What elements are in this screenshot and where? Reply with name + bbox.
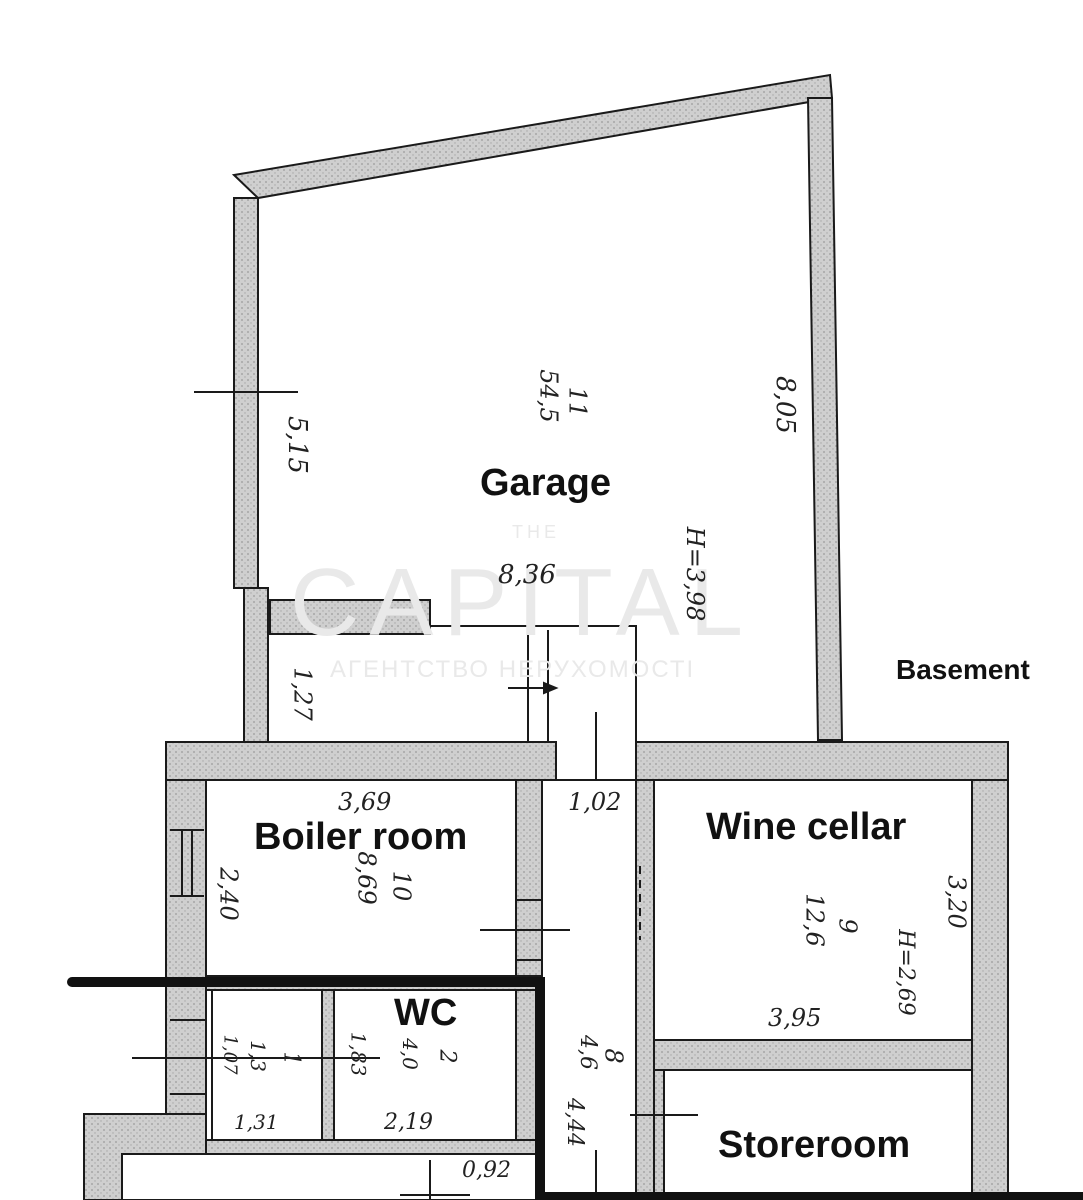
boiler-room-label: Boiler room	[254, 816, 468, 858]
wine-cellar-label: Wine cellar	[706, 806, 907, 848]
corridor-num: 8	[599, 1048, 628, 1064]
opening-ticks	[132, 829, 698, 1200]
section-boundary	[67, 977, 1083, 1200]
garage-inner-lines	[194, 391, 637, 812]
garage-width-dim: 8,36	[498, 560, 556, 590]
garage-area-dim: 54,5	[534, 369, 563, 423]
corridor-area-dim: 4,6	[575, 1035, 600, 1070]
watermark-the: THE	[512, 522, 560, 542]
storeroom-label: Storeroom	[718, 1124, 911, 1166]
garage-notch-dim: 1,27	[288, 667, 317, 721]
wine-height-dim: 3,20	[942, 875, 971, 929]
watermark-agency: АГЕНТСТВО НЕРУХОМОСТІ	[330, 656, 696, 683]
wine-num: 9	[833, 918, 862, 934]
wc-width-dim: 2,19	[384, 1110, 433, 1135]
boiler-height-dim: 2,40	[214, 867, 243, 921]
boiler-width-dim: 3,69	[338, 788, 392, 816]
wine-area-dim: 12,6	[800, 893, 829, 947]
garage-height-dim: H=3,98	[681, 526, 710, 622]
basement-label: Basement	[896, 654, 1030, 685]
boiler-area-dim: 8,69	[352, 851, 381, 905]
room-interiors	[121, 779, 973, 1200]
corridor-width-dim: 1,02	[568, 788, 622, 816]
corridor-length-dim: 4,44	[561, 1098, 587, 1147]
room1-height-dim: 1,07	[219, 1034, 241, 1075]
bottom-dim: 0,92	[462, 1158, 511, 1183]
room1-side-dim: 1,31	[234, 1110, 279, 1134]
wc-label: WC	[394, 992, 458, 1034]
garage-left-wall-dim: 5,15	[281, 416, 312, 474]
wc-area-dim: 4,0	[397, 1038, 422, 1070]
garage-right-wall-dim: 8,05	[769, 376, 800, 434]
watermark-capital: CAPITAL	[290, 549, 753, 656]
boiler-num: 10	[387, 870, 416, 902]
basement-walls	[83, 741, 1009, 1200]
wine-ceiling-dim: H=2,69	[892, 929, 918, 1016]
wc-num: 2	[434, 1049, 460, 1064]
room1-num: 1	[278, 1051, 304, 1066]
wc-side-dim: 1,83	[346, 1031, 371, 1077]
garage-label: Garage	[480, 462, 611, 504]
garage-num: 11	[563, 386, 592, 418]
room1-area-dim: 1,3	[245, 1040, 270, 1072]
wine-width-dim: 3,95	[768, 1004, 822, 1032]
